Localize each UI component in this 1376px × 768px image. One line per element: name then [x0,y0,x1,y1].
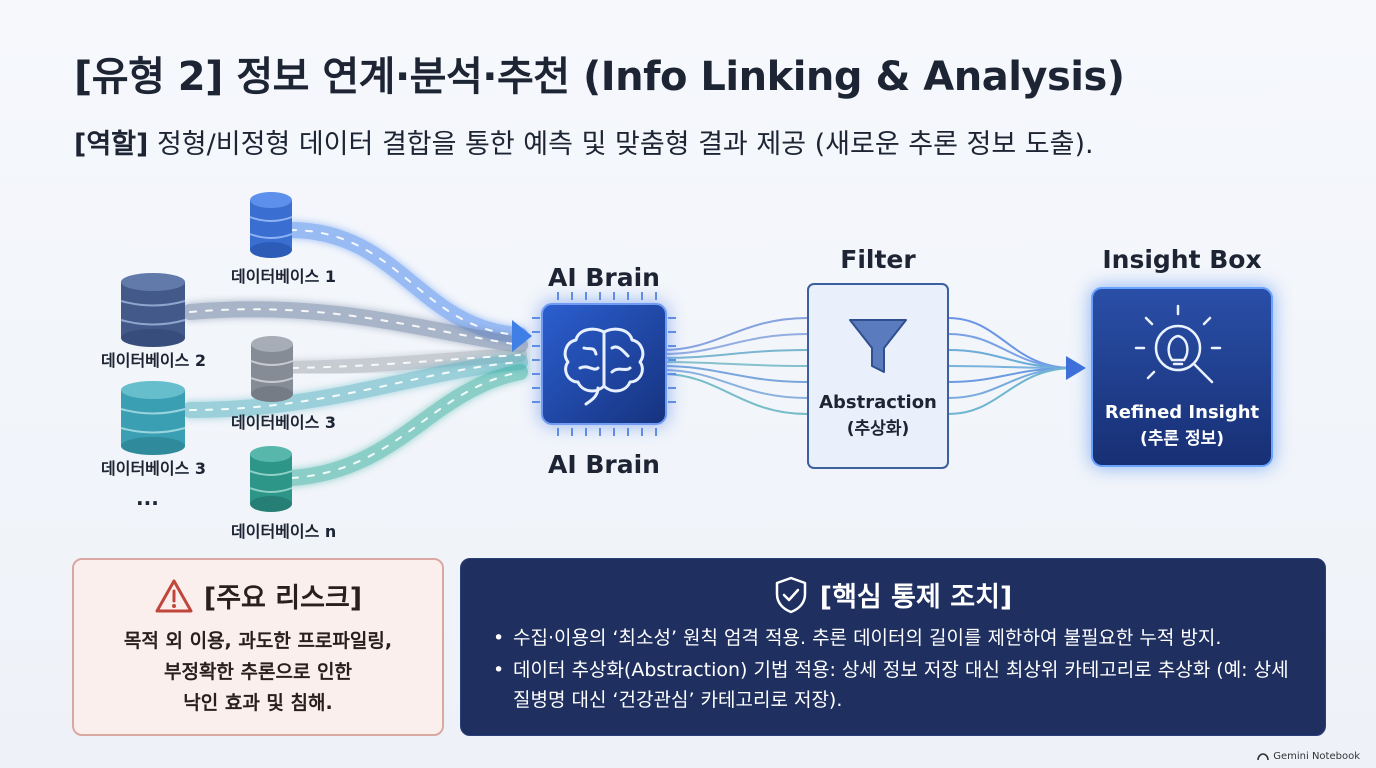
insight-arrow [1066,356,1086,380]
subtitle-role: [역할] [74,129,149,160]
risk-panel: [주요 리스크] 목적 외 이용, 과도한 프로파일링, 부정확한 추론으로 인… [72,558,444,736]
db2-label: 데이터베이스 2 [101,351,206,370]
funnel-icon [849,319,907,373]
control-title: [핵심 통제 조치] [819,582,1013,613]
database-3-icon [250,336,294,402]
db3-label: 데이터베이스 3 [231,413,336,432]
brand-footer: Gemini Notebook [1257,751,1360,762]
brand-text: Gemini Notebook [1273,751,1360,762]
database-3b-icon [120,381,186,455]
risk-line: 목적 외 이용, 과도한 프로파일링, [123,630,393,652]
data-streams [182,222,528,486]
ai-brain-chip [532,292,676,436]
database-n-icon [249,446,293,512]
risk-description: 목적 외 이용, 과도한 프로파일링, 부정확한 추론으로 인한 낙인 효과 및… [84,626,432,719]
risk-line: 낙인 효과 및 침해. [183,692,333,714]
insight-box [1090,286,1274,468]
insight-label: Refined Insight [1105,402,1260,423]
risk-line: 부정확한 추론으로 인한 [163,661,353,683]
insight-title: Insight Box [1102,245,1261,274]
control-panel: [핵심 통제 조치] 수집·이용의 ‘최소성’ 원칙 엄격 적용. 추론 데이터… [460,558,1326,736]
filter-box [807,283,949,469]
insight-sublabel: (추론 정보) [1140,429,1224,449]
chip-arrow [512,320,532,352]
warning-icon [155,579,193,612]
db1-label: 데이터베이스 1 [231,267,336,286]
brain-icon [563,327,645,406]
db-ellipsis: ... [136,486,159,510]
list-item: 데이터 추상화(Abstraction) 기법 적용: 상세 정보 저장 대신 … [491,655,1305,715]
filter-sublabel: (추상화) [847,419,909,439]
ai-brain-bottom-label: AI Brain [548,450,660,479]
filter-to-insight-lines [947,317,1071,415]
filter-label: Abstraction [819,392,937,413]
subtitle-text: 정형/비정형 데이터 결합을 통한 예측 및 맞춤형 결과 제공 (새로운 추론… [148,129,1094,160]
dbn-label: 데이터베이스 n [231,522,336,541]
flow-diagram: 데이터베이스 1 데이터베이스 2 데이터베이스 3 데이터베이스 3 ... … [101,192,1274,541]
database-1-icon [249,192,293,258]
risk-header: [주요 리스크] [74,576,442,615]
database-2-icon [120,273,186,347]
db3b-label: 데이터베이스 3 [101,459,206,478]
control-header: [핵심 통제 조치] [461,575,1325,614]
chip-to-filter-lines [661,317,809,415]
page-title: [유형 2] 정보 연계·분석·추천 (Info Linking & Analy… [74,54,1125,100]
gemini-logo-icon [1257,752,1270,760]
filter-title: Filter [840,245,916,274]
ai-brain-top-label: AI Brain [548,263,660,292]
shield-check-icon [775,576,806,613]
list-item: 수집·이용의 ‘최소성’ 원칙 엄격 적용. 추론 데이터의 길이를 제한하여 … [491,623,1305,653]
risk-title: [주요 리스크] [203,583,363,614]
control-list: 수집·이용의 ‘최소성’ 원칙 엄격 적용. 추론 데이터의 길이를 제한하여 … [491,623,1305,717]
lightbulb-search-icon [1134,304,1222,384]
page-subtitle: [역할] 정형/비정형 데이터 결합을 통한 예측 및 맞춤형 결과 제공 (새… [74,122,1094,161]
